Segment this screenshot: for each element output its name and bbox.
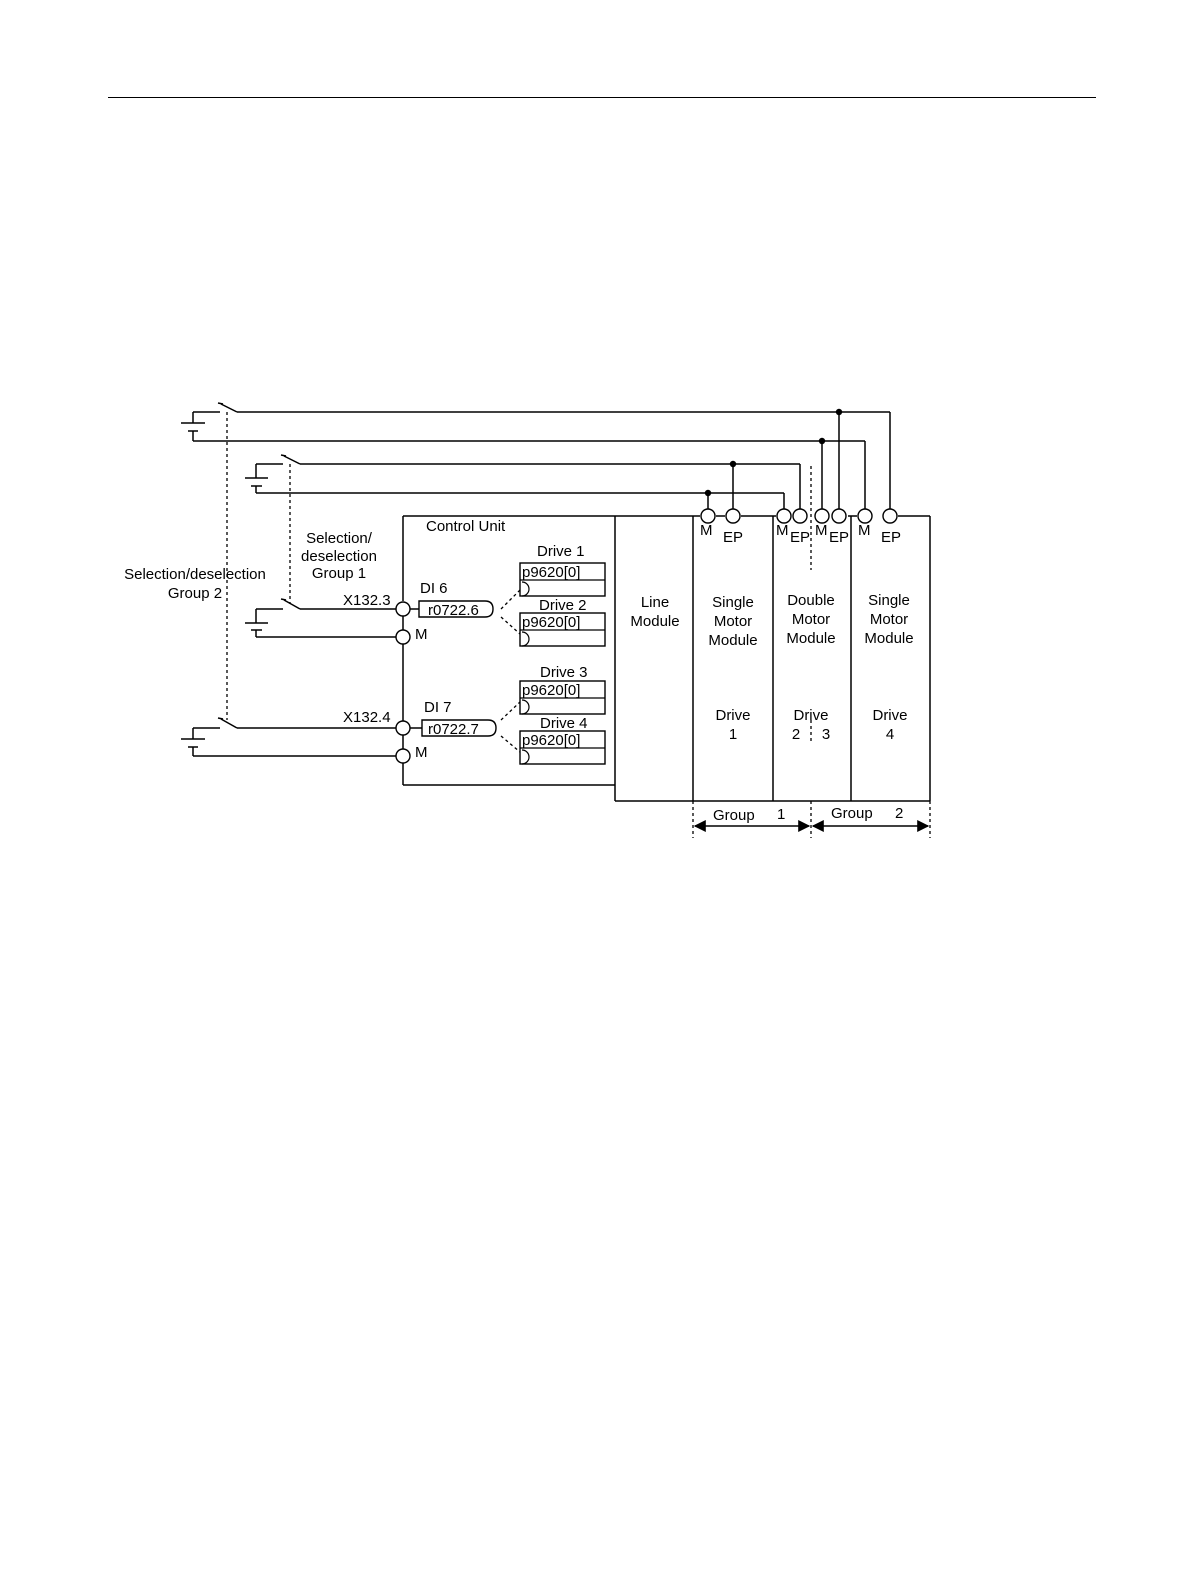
drive1-param: p9620[0] xyxy=(522,564,580,581)
m-label-dmm-a: M xyxy=(776,522,789,539)
group2-supply-wiring xyxy=(181,402,890,442)
drive4-label: Drive 4 xyxy=(540,715,588,732)
ep-label-smm1: EP xyxy=(723,529,743,546)
power-modules xyxy=(614,466,931,838)
drive2-param: p9620[0] xyxy=(522,614,580,631)
drive4-param: p9620[0] xyxy=(522,732,580,749)
ep-label-smm2: EP xyxy=(881,529,901,546)
line-module-line2: Module xyxy=(630,613,679,630)
m-terminal-label-1: M xyxy=(415,626,428,643)
m-terminal-label-2: M xyxy=(415,744,428,761)
group2-number: 2 xyxy=(895,805,903,822)
x132-3-label: X132.3 xyxy=(343,592,391,609)
m-label-dmm-b: M xyxy=(815,522,828,539)
drive1-number: 1 xyxy=(729,726,737,743)
r0722-7-label: r0722.7 xyxy=(428,721,479,738)
drive4-number: 4 xyxy=(886,726,894,743)
selection-group1-line1: Selection/ xyxy=(306,530,373,547)
m-label-smm2: M xyxy=(858,522,871,539)
ep-label-dmm-b: EP xyxy=(829,529,849,546)
drive3-number: 3 xyxy=(822,726,830,743)
smm1-line1: Single xyxy=(712,594,754,611)
drive3-label: Drive 3 xyxy=(540,664,588,681)
dmm-line1: Double xyxy=(787,592,835,609)
control-unit xyxy=(395,515,615,786)
dmm-line2: Motor xyxy=(792,611,830,628)
di7-label: DI 7 xyxy=(424,699,452,716)
selection-group1-line3: Group 1 xyxy=(312,565,366,582)
drive3-param: p9620[0] xyxy=(522,682,580,699)
line-module-line1: Line xyxy=(641,594,669,611)
terminal-drops xyxy=(704,408,891,509)
group1-supply-wiring xyxy=(245,454,800,494)
smm1-line2: Motor xyxy=(714,613,752,630)
di6-label: DI 6 xyxy=(420,580,448,597)
drive2-number: 2 xyxy=(792,726,800,743)
selection-group2-line2: Group 2 xyxy=(168,585,222,602)
x132-3-wiring xyxy=(245,598,396,638)
r0722-6-label: r0722.6 xyxy=(428,602,479,619)
drive2-label: Drive 2 xyxy=(539,597,587,614)
drive1-word: Drive xyxy=(715,707,750,724)
smm1-line3: Module xyxy=(708,632,757,649)
header-rule xyxy=(108,97,1096,98)
smm2-line1: Single xyxy=(868,592,910,609)
dmm-line3: Module xyxy=(786,630,835,647)
selection-group2-line1: Selection/deselection xyxy=(124,566,266,583)
smm2-line2: Motor xyxy=(870,611,908,628)
x132-4-label: X132.4 xyxy=(343,709,391,726)
x132-4-wiring xyxy=(181,717,396,757)
smm2-line3: Module xyxy=(864,630,913,647)
group1-word: Group xyxy=(713,807,755,824)
group2-word: Group xyxy=(831,805,873,822)
control-unit-label: Control Unit xyxy=(426,518,506,535)
drive4-word: Drive xyxy=(872,707,907,724)
drive1-label: Drive 1 xyxy=(537,543,585,560)
m-label-smm1: M xyxy=(700,522,713,539)
group1-number: 1 xyxy=(777,806,785,823)
drive23-word: Drive xyxy=(793,707,828,724)
ep-label-dmm-a: EP xyxy=(790,529,810,546)
selection-group1-line2: deselection xyxy=(301,548,377,565)
